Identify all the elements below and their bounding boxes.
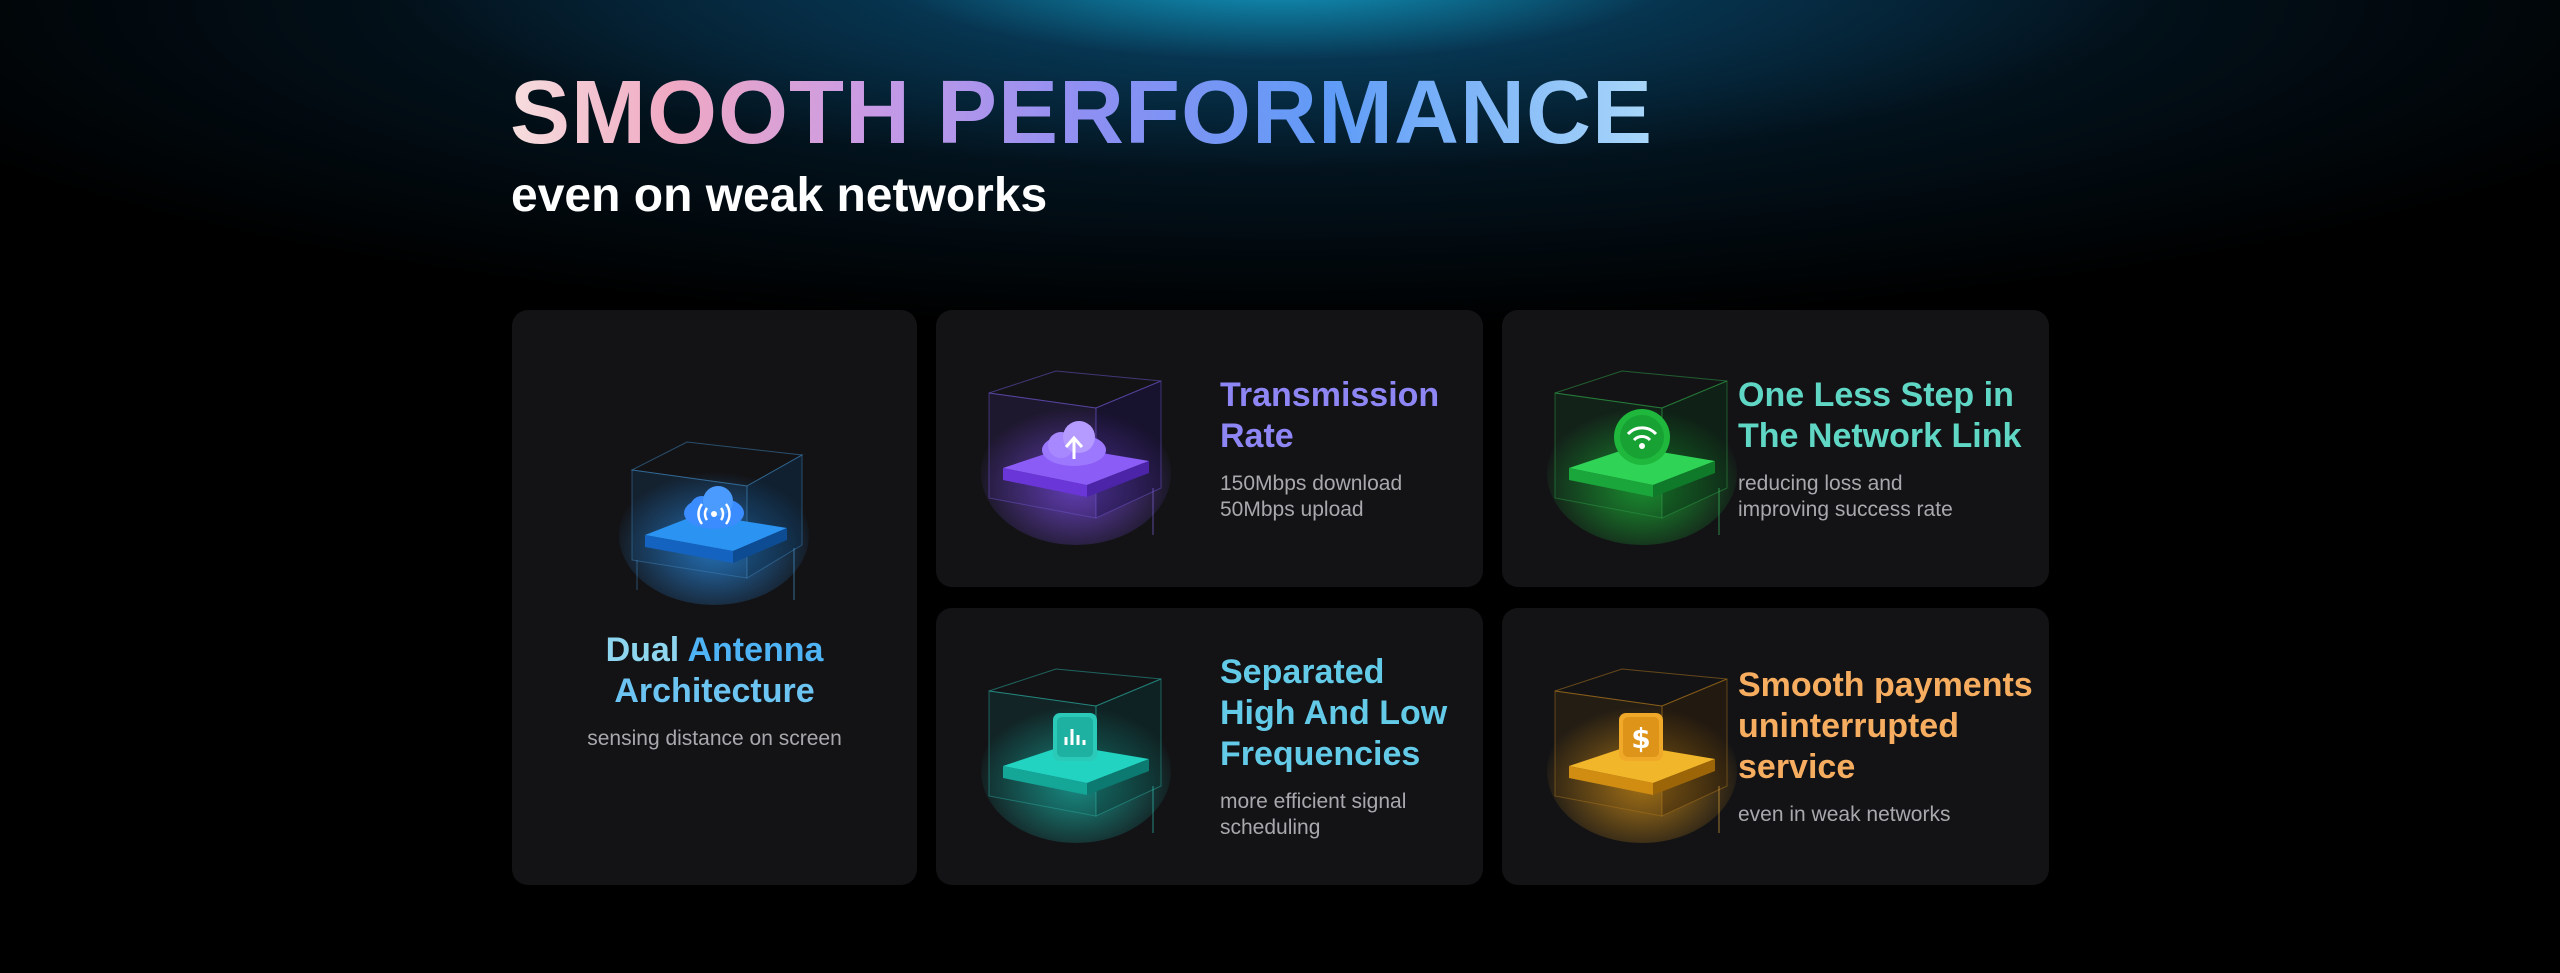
page-title: SMOOTH PERFORMANCE — [510, 63, 1653, 163]
feature-title-line2: uninterrupted — [1738, 707, 1959, 745]
feature-title-line1: Transmission — [1220, 375, 1440, 414]
feature-description-line1: reducing loss and — [1738, 471, 1903, 495]
feature-title-line1: Separated — [1220, 653, 1385, 691]
feature-title-word3: Architecture — [614, 672, 815, 710]
feature-card-network-link: One Less Step in The Network Link reduci… — [1502, 310, 2049, 587]
feature-title-word1: Dual — [605, 631, 680, 669]
feature-description-line2: 50Mbps upload — [1220, 497, 1364, 521]
feature-title-line2: High And Low — [1220, 694, 1448, 732]
frequency-bars-icon — [981, 661, 1171, 856]
feature-title-word2: Antenna — [687, 631, 824, 669]
page-subtitle: even on weak networks — [511, 169, 1048, 222]
wifi-icon — [1547, 363, 1737, 558]
feature-description-line1: 150Mbps download — [1220, 471, 1403, 495]
feature-card-transmission-rate: Transmission Rate 150Mbps download 50Mbp… — [936, 310, 1483, 587]
feature-title-line1: One Less Step in — [1738, 375, 2014, 414]
dollar-icon: $ — [1547, 661, 1737, 856]
feature-description-line1: more efficient signal — [1220, 790, 1407, 813]
feature-description-line2: scheduling — [1220, 816, 1321, 839]
feature-title-line2: The Network Link — [1738, 416, 2022, 455]
cloud-upload-icon — [981, 363, 1171, 558]
feature-description-line1: even in weak networks — [1738, 803, 1951, 826]
feature-title-line1: Smooth payments — [1738, 666, 2033, 704]
top-glow — [0, 0, 2560, 360]
feature-card-smooth-payments: $ Smooth payments uninterrupted service … — [1502, 608, 2049, 885]
feature-card-dual-antenna: Dual Antenna Architecture sensing distan… — [512, 310, 917, 885]
feature-card-frequencies: Separated High And Low Frequencies more … — [936, 608, 1483, 885]
svg-text:$: $ — [1631, 722, 1650, 755]
feature-description: sensing distance on screen — [587, 727, 842, 750]
feature-title-line3: Frequencies — [1220, 735, 1421, 773]
feature-title-line2: Rate — [1220, 416, 1294, 455]
wireless-cloud-icon — [617, 420, 812, 615]
feature-title-line3: service — [1738, 748, 1856, 786]
feature-description-line2: improving success rate — [1738, 497, 1953, 521]
